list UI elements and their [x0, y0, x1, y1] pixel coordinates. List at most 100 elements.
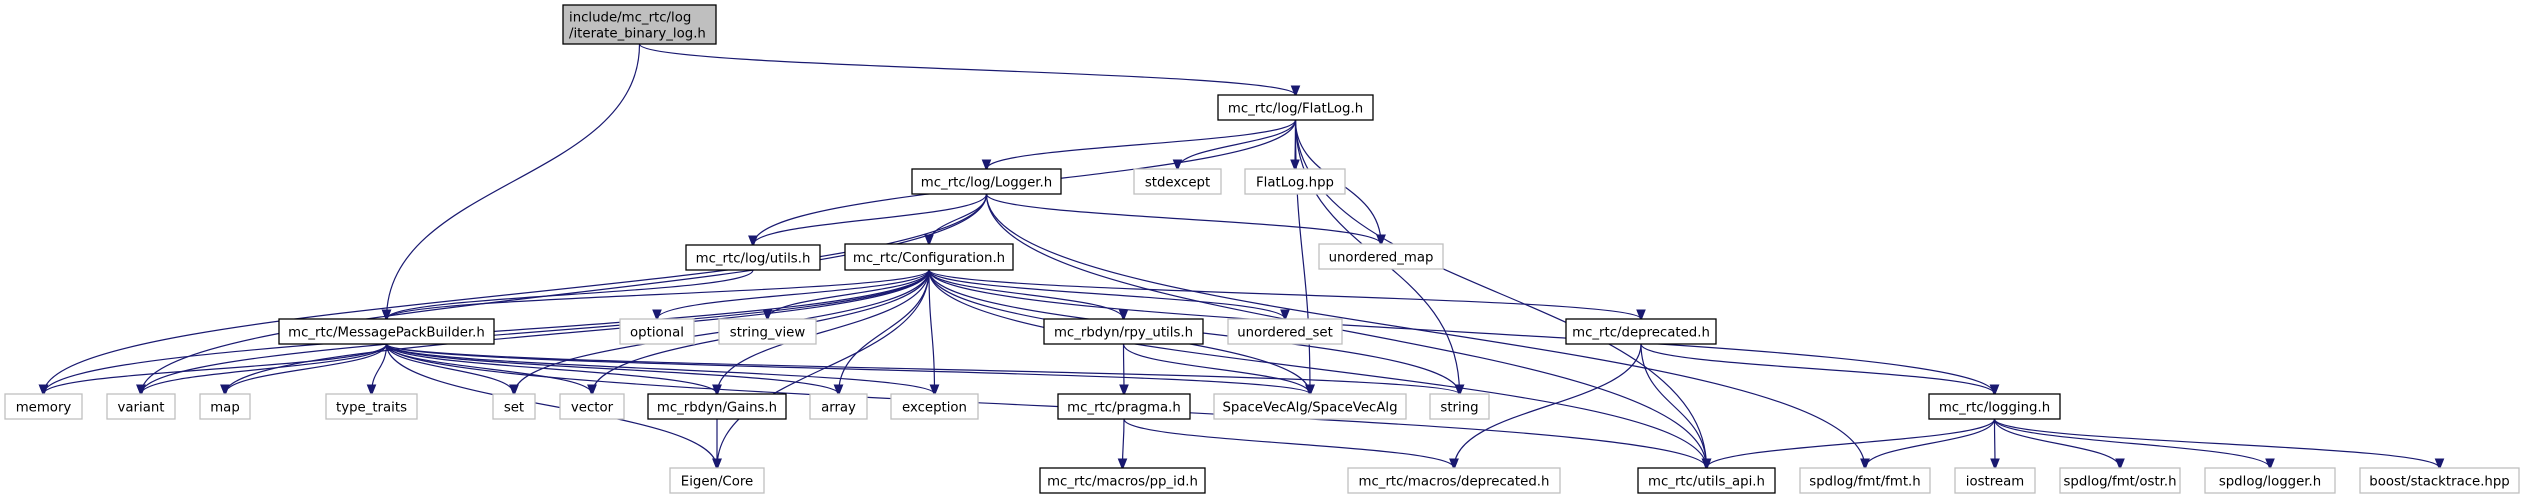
edge-logging_h-to-utils_api_h: [1707, 418, 1996, 468]
node-root[interactable]: include/mc_rtc/log/iterate_binary_log.h: [562, 4, 717, 45]
node-label: string_view: [730, 326, 806, 341]
node-box: [2059, 467, 2181, 494]
node-box: [718, 318, 817, 345]
edge-logger_h-to-fmt_h: [985, 193, 1866, 468]
node-box: [1954, 467, 2036, 494]
node-box: [106, 393, 176, 420]
edge-deprecated_h-to-macros_deprecated_h: [1454, 343, 1642, 468]
node-label: mc_rtc/macros/deprecated.h: [1359, 475, 1550, 490]
node-label: FlatLog.hpp: [1256, 176, 1334, 191]
node-deprecated_h[interactable]: mc_rtc/deprecated.h: [1565, 318, 1717, 345]
node-macros_deprecated_h: mc_rtc/macros/deprecated.h: [1347, 467, 1561, 494]
edge-mpb_h-to-set: [385, 343, 515, 394]
node-set: set: [492, 393, 536, 420]
edge-logger_h-to-utils_api_h: [985, 193, 1707, 468]
node-box: [1347, 467, 1561, 494]
node-label: exception: [902, 401, 967, 416]
node-box: [559, 393, 625, 420]
node-unordered_set: unordered_set: [1227, 318, 1343, 345]
node-label: mc_rtc/macros/pp_id.h: [1047, 475, 1198, 490]
node-label: mc_rtc/log/FlatLog.h: [1228, 102, 1363, 117]
node-box: [1318, 243, 1444, 270]
edge-mpb_h-to-string: [385, 343, 1460, 394]
node-flatlog_h[interactable]: mc_rtc/log/FlatLog.h: [1217, 94, 1374, 121]
node-rpy_utils_h[interactable]: mc_rbdyn/rpy_utils.h: [1043, 318, 1204, 345]
node-label: boost/stacktrace.hpp: [2369, 475, 2510, 490]
node-box: [1039, 467, 1206, 494]
node-label: iostream: [1966, 475, 2024, 490]
edge-configuration_h-to-utils_api_h: [928, 269, 1707, 468]
edge-configuration_h-to-logging_h: [928, 269, 1995, 394]
node-utils_api_h[interactable]: mc_rtc/utils_api.h: [1637, 467, 1776, 494]
node-box: [1429, 393, 1490, 420]
node-configuration_h[interactable]: mc_rtc/Configuration.h: [844, 243, 1014, 271]
node-stacktrace_hpp: boost/stacktrace.hpp: [2359, 467, 2520, 494]
edge-rpy_utils_h-to-spacevecalg: [1122, 343, 1311, 394]
node-pp_id_h[interactable]: mc_rtc/macros/pp_id.h: [1039, 467, 1206, 494]
edge-configuration_h-to-deprecated_h: [928, 269, 1641, 319]
node-label: mc_rtc/deprecated.h: [1572, 326, 1710, 341]
node-box: [1213, 393, 1407, 420]
node-box: [911, 168, 1062, 195]
node-spdlog_logger_h: spdlog/logger.h: [2204, 467, 2336, 494]
node-mpb_h[interactable]: mc_rtc/MessagePackBuilder.h: [278, 318, 495, 345]
edge-mpb_h-to-gains_h: [385, 343, 718, 394]
node-label: variant: [118, 401, 165, 416]
node-box: [685, 244, 821, 271]
node-label: mc_rtc/log/utils.h: [696, 252, 811, 267]
node-iostream: iostream: [1954, 467, 2036, 494]
edge-root-to-mpb_h: [387, 43, 641, 319]
edge-logging_h-to-stacktrace_hpp: [1993, 418, 2440, 468]
edge-flatlog_h-to-logger_h: [987, 119, 1297, 169]
edge-configuration_h-to-map: [225, 269, 930, 394]
edge-logger_h-to-unordered_map: [985, 193, 1382, 244]
node-memory: memory: [4, 393, 83, 420]
node-box: [809, 393, 868, 420]
node-string: string: [1429, 393, 1490, 420]
node-box: [492, 393, 536, 420]
edge-pragma_h-to-macros_deprecated_h: [1123, 418, 1454, 468]
node-spacevecalg: SpaceVecAlg/SpaceVecAlg: [1213, 393, 1407, 420]
edge-configuration_h-to-rpy_utils_h: [928, 269, 1124, 319]
node-log_utils_h[interactable]: mc_rtc/log/utils.h: [685, 244, 821, 271]
node-label: map: [210, 401, 240, 416]
node-box: [2359, 467, 2520, 494]
node-box: [1244, 168, 1346, 195]
node-label: array: [821, 401, 856, 416]
node-box: [619, 318, 695, 345]
node-box: [1043, 318, 1204, 345]
edge-logging_h-to-spdlog_logger_h: [1993, 418, 2271, 468]
node-logging_h[interactable]: mc_rtc/logging.h: [1928, 393, 2061, 420]
node-label: /iterate_binary_log.h: [569, 27, 706, 42]
node-label: memory: [16, 401, 72, 416]
node-box: [669, 467, 765, 494]
edge-mpb_h-to-map: [225, 343, 388, 394]
node-logger_h[interactable]: mc_rtc/log/Logger.h: [911, 168, 1062, 195]
node-label: spdlog/fmt/ostr.h: [2063, 475, 2176, 490]
edge-logging_h-to-iostream: [1995, 418, 1996, 468]
edge-configuration_h-to-optional: [657, 269, 930, 319]
node-box: [562, 4, 717, 45]
edge-mpb_h-to-memory: [44, 343, 388, 394]
node-label: spdlog/fmt/fmt.h: [1809, 475, 1920, 490]
node-gains_h[interactable]: mc_rbdyn/Gains.h: [647, 393, 787, 420]
node-stdexcept: stdexcept: [1133, 168, 1222, 195]
node-label: mc_rtc/Configuration.h: [853, 251, 1005, 266]
node-box: [1565, 318, 1717, 345]
node-label: stdexcept: [1145, 176, 1210, 191]
node-box: [1928, 393, 2061, 420]
edge-flatlog_h-to-stdexcept: [1178, 119, 1297, 169]
node-box: [1217, 94, 1374, 121]
edge-root-to-flatlog_h: [638, 43, 1296, 95]
edge-mpb_h-to-utils_api_h: [385, 343, 1707, 468]
node-optional: optional: [619, 318, 695, 345]
node-pragma_h[interactable]: mc_rtc/pragma.h: [1057, 393, 1191, 420]
node-layer: include/mc_rtc/log/iterate_binary_log.hm…: [4, 4, 2520, 494]
node-box: [1637, 467, 1776, 494]
node-label: Eigen/Core: [681, 475, 753, 490]
node-box: [2204, 467, 2336, 494]
node-box: [199, 393, 251, 420]
node-vector: vector: [559, 393, 625, 420]
node-map: map: [199, 393, 251, 420]
